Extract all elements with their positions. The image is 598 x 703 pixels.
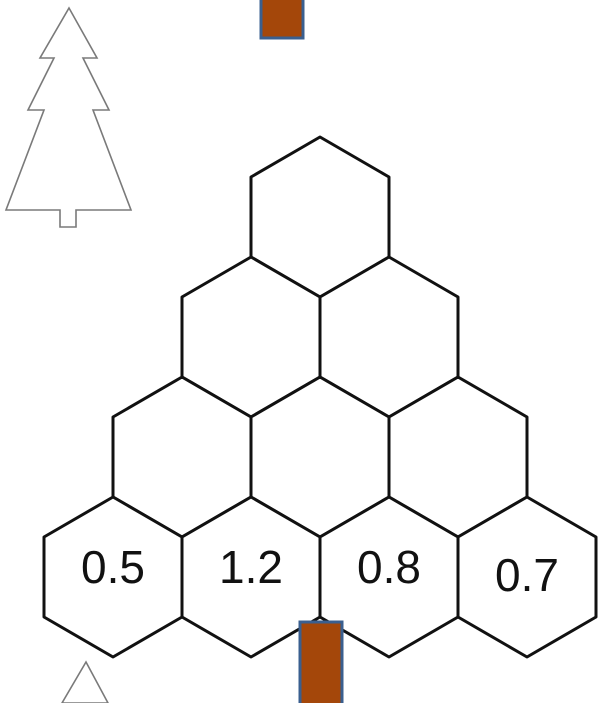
bottom-tree-trunk (300, 622, 342, 703)
pine-tree-outline-icon-bottom (62, 662, 108, 703)
top-tree-trunk (261, 0, 303, 38)
hexagon-pyramid: 0.5 1.2 0.8 0.7 (44, 137, 596, 657)
hexagon-value-label: 0.7 (495, 549, 559, 601)
hexagon-value-label: 0.8 (357, 541, 421, 593)
hexagon-value-label: 0.5 (81, 541, 145, 593)
hexagon-value-label: 1.2 (219, 541, 283, 593)
pine-tree-outline-icon (6, 8, 131, 227)
